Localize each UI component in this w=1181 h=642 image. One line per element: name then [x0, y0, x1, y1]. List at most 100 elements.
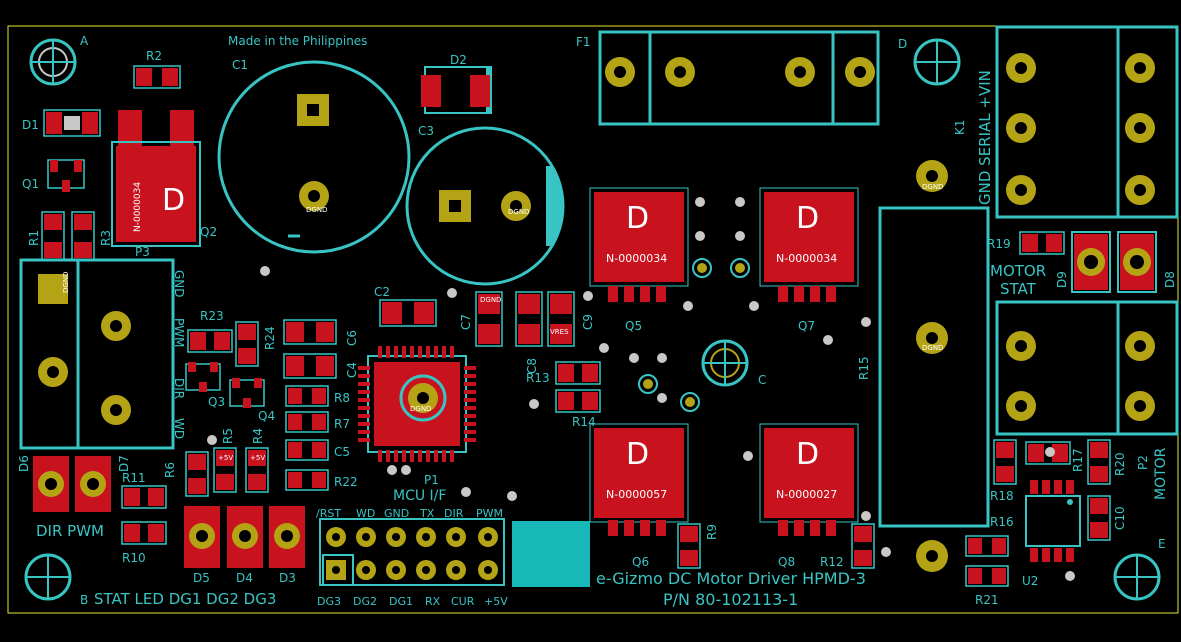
svg-text:DGND: DGND	[922, 344, 943, 352]
resistor-r2: R2	[133, 49, 181, 89]
hdr-top-wd: WD	[356, 507, 375, 520]
label-dir: DIR	[172, 378, 186, 399]
board-title: e-Gizmo DC Motor Driver HPMD-3	[596, 569, 866, 588]
c7-dgnd: DGND	[480, 296, 501, 304]
capacitor-c3: DGND C3	[405, 124, 565, 286]
vias	[207, 197, 1075, 581]
q2-value: N-0000034	[133, 182, 143, 232]
resistor-r4: +5V R4	[245, 428, 269, 493]
ref-r19: R19	[987, 237, 1011, 251]
hdr-top-rst: /RST	[316, 507, 341, 520]
resistor-r5: +5V R5	[213, 428, 237, 493]
ref-r16: R16	[990, 515, 1014, 529]
r5-5v: +5V	[218, 454, 233, 462]
capacitor-c6: C6	[283, 319, 359, 346]
hdr-bot-5v: +5V	[484, 595, 508, 608]
ref-q3: Q3	[208, 395, 225, 409]
resistor-r8: R8	[285, 385, 350, 407]
resistor-r15: DGND DGND R15	[857, 160, 990, 572]
ref-r10: R10	[122, 551, 146, 565]
capacitor-c7: DGND C7	[459, 291, 503, 347]
mounting-hole-e: E	[1113, 537, 1166, 601]
resistor-r14: R14	[555, 389, 601, 429]
resistor-r12: R12	[820, 523, 875, 569]
fuse-holder-f1: F1	[576, 30, 880, 126]
hole-label-a: A	[80, 34, 89, 48]
capacitor-c4: C4	[283, 353, 359, 379]
terminal-block-p2: MOTOR P2	[995, 300, 1179, 500]
ref-c1: C1	[232, 58, 248, 72]
ref-q1: Q1	[22, 177, 39, 191]
ref-f1: F1	[576, 35, 591, 49]
ref-r18: R18	[990, 489, 1014, 503]
resistor-r6: R6	[163, 451, 209, 497]
ref-c8: C8	[525, 358, 539, 374]
ref-r12: R12	[820, 555, 844, 569]
mcu-header: MCU I/F /RST WD GND TX DIR PWM DG3 DG2 D…	[316, 488, 508, 608]
transistor-q1: Q1	[22, 159, 85, 192]
transistor-q2: D N-0000034 Q2	[111, 110, 217, 247]
resistor-r21: R21	[965, 565, 1009, 607]
q8-value: N-0000027	[776, 488, 837, 501]
capacitor-c10: C10	[1087, 495, 1127, 541]
mosfet-q7: D N-0000034 Q7	[759, 187, 859, 333]
label-wd: WD	[172, 418, 186, 439]
gnd-serial-vin-label: GND SERIAL +VIN	[976, 70, 994, 205]
resistor-r10: R10	[121, 521, 167, 565]
dir-pwm-label: DIR PWM	[36, 522, 104, 540]
hdr-top-dir: DIR	[444, 507, 464, 520]
ref-p1: P1	[424, 473, 439, 487]
hdr-bot-cur: CUR	[451, 595, 475, 608]
ref-d8: D8	[1163, 271, 1177, 288]
svg-text:DGND: DGND	[508, 208, 529, 216]
hdr-top-gnd: GND	[384, 507, 409, 520]
ref-r13: R13	[526, 371, 550, 385]
q7-marker: D	[796, 201, 819, 236]
q6-marker: D	[626, 437, 649, 472]
capacitor-c2: C2	[374, 285, 437, 327]
hole-label-e: E	[1158, 537, 1166, 551]
ref-d4: D4	[236, 571, 253, 585]
resistor-r17: R17	[1025, 441, 1085, 472]
resistor-r19: R19	[987, 231, 1065, 255]
ref-c6: C6	[345, 330, 359, 346]
svg-text:DGND: DGND	[306, 206, 327, 214]
mounting-hole-c: C	[701, 339, 766, 387]
ref-r3: R3	[99, 230, 113, 246]
ref-r17: R17	[1071, 448, 1085, 472]
mosfet-q8: D N-0000027 Q8	[759, 423, 859, 569]
part-number: P/N 80-102113-1	[663, 590, 798, 609]
mcu-if-label: MCU I/F	[393, 488, 446, 504]
ref-p3: P3	[135, 245, 150, 259]
capacitor-c9: VRES C9	[547, 291, 595, 347]
resistor-r1: R1	[27, 211, 65, 261]
ref-r20: R20	[1113, 452, 1127, 476]
ic-u2: U2	[1022, 480, 1081, 588]
led-d7: D7	[75, 455, 131, 512]
ref-d2: D2	[450, 53, 467, 67]
ref-c4: C4	[345, 362, 359, 378]
ref-r7: R7	[334, 417, 350, 431]
ref-d5: D5	[193, 571, 210, 585]
ref-c7: C7	[459, 314, 473, 330]
q7-value: N-0000034	[776, 252, 837, 265]
ref-c9: C9	[581, 314, 595, 330]
capacitor-c5: C5	[285, 439, 350, 461]
led-d5: D5	[184, 506, 220, 585]
motor-vertical-label: MOTOR	[1153, 447, 1169, 500]
hdr-bot-dg3: DG3	[317, 595, 341, 608]
terminal-block-p3: DGND P3 GND PWM DIR WD	[19, 245, 186, 450]
diode-d2: D2	[421, 53, 492, 114]
ref-r23: R23	[200, 309, 224, 323]
q8-marker: D	[796, 437, 819, 472]
ref-r6: R6	[163, 462, 177, 478]
ref-r24: R24	[263, 326, 277, 350]
mosfet-q6: D N-0000057 Q6	[589, 423, 689, 569]
ref-c10: C10	[1113, 506, 1127, 530]
mounting-hole-d: D	[898, 37, 961, 86]
diode-d1: D1	[22, 109, 101, 137]
ref-r2: R2	[146, 49, 162, 63]
mounting-hole-a: A	[29, 34, 89, 86]
ref-r22: R22	[334, 475, 358, 489]
